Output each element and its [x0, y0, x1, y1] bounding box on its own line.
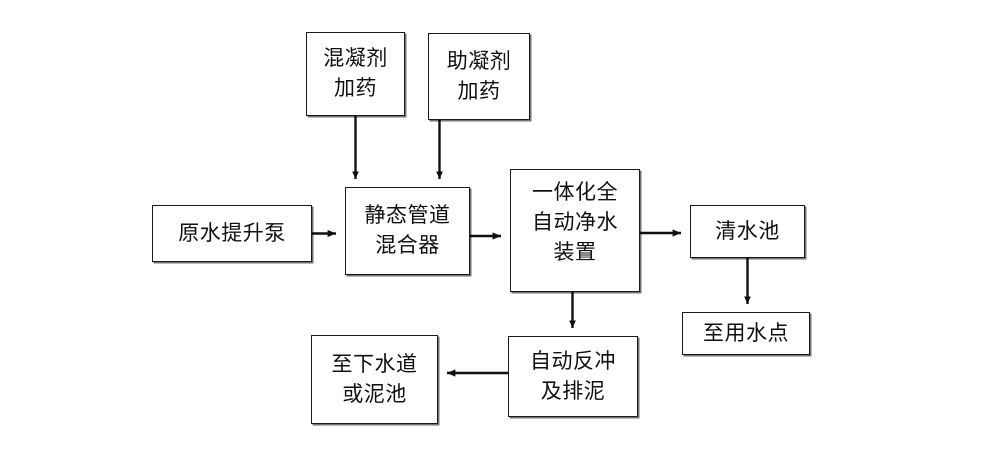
node-static-pipe-mixer[interactable]: 静态管道 混合器: [345, 187, 470, 275]
node-to-sewer-or-sludge[interactable]: 至下水道 或泥池: [311, 335, 438, 424]
node-raw-water-pump[interactable]: 原水提升泵: [152, 205, 312, 262]
node-auto-backwash[interactable]: 自动反冲 及排泥: [508, 336, 638, 417]
node-integrated-purifier[interactable]: 一体化全 自动净水 装置: [510, 169, 640, 292]
node-to-water-point[interactable]: 至用水点: [682, 312, 810, 355]
node-clean-water-tank[interactable]: 清水池: [690, 205, 805, 258]
node-coagulant-aid-dosing[interactable]: 助凝剂 加药: [428, 33, 530, 120]
node-coagulant-dosing[interactable]: 混凝剂 加药: [306, 32, 405, 116]
